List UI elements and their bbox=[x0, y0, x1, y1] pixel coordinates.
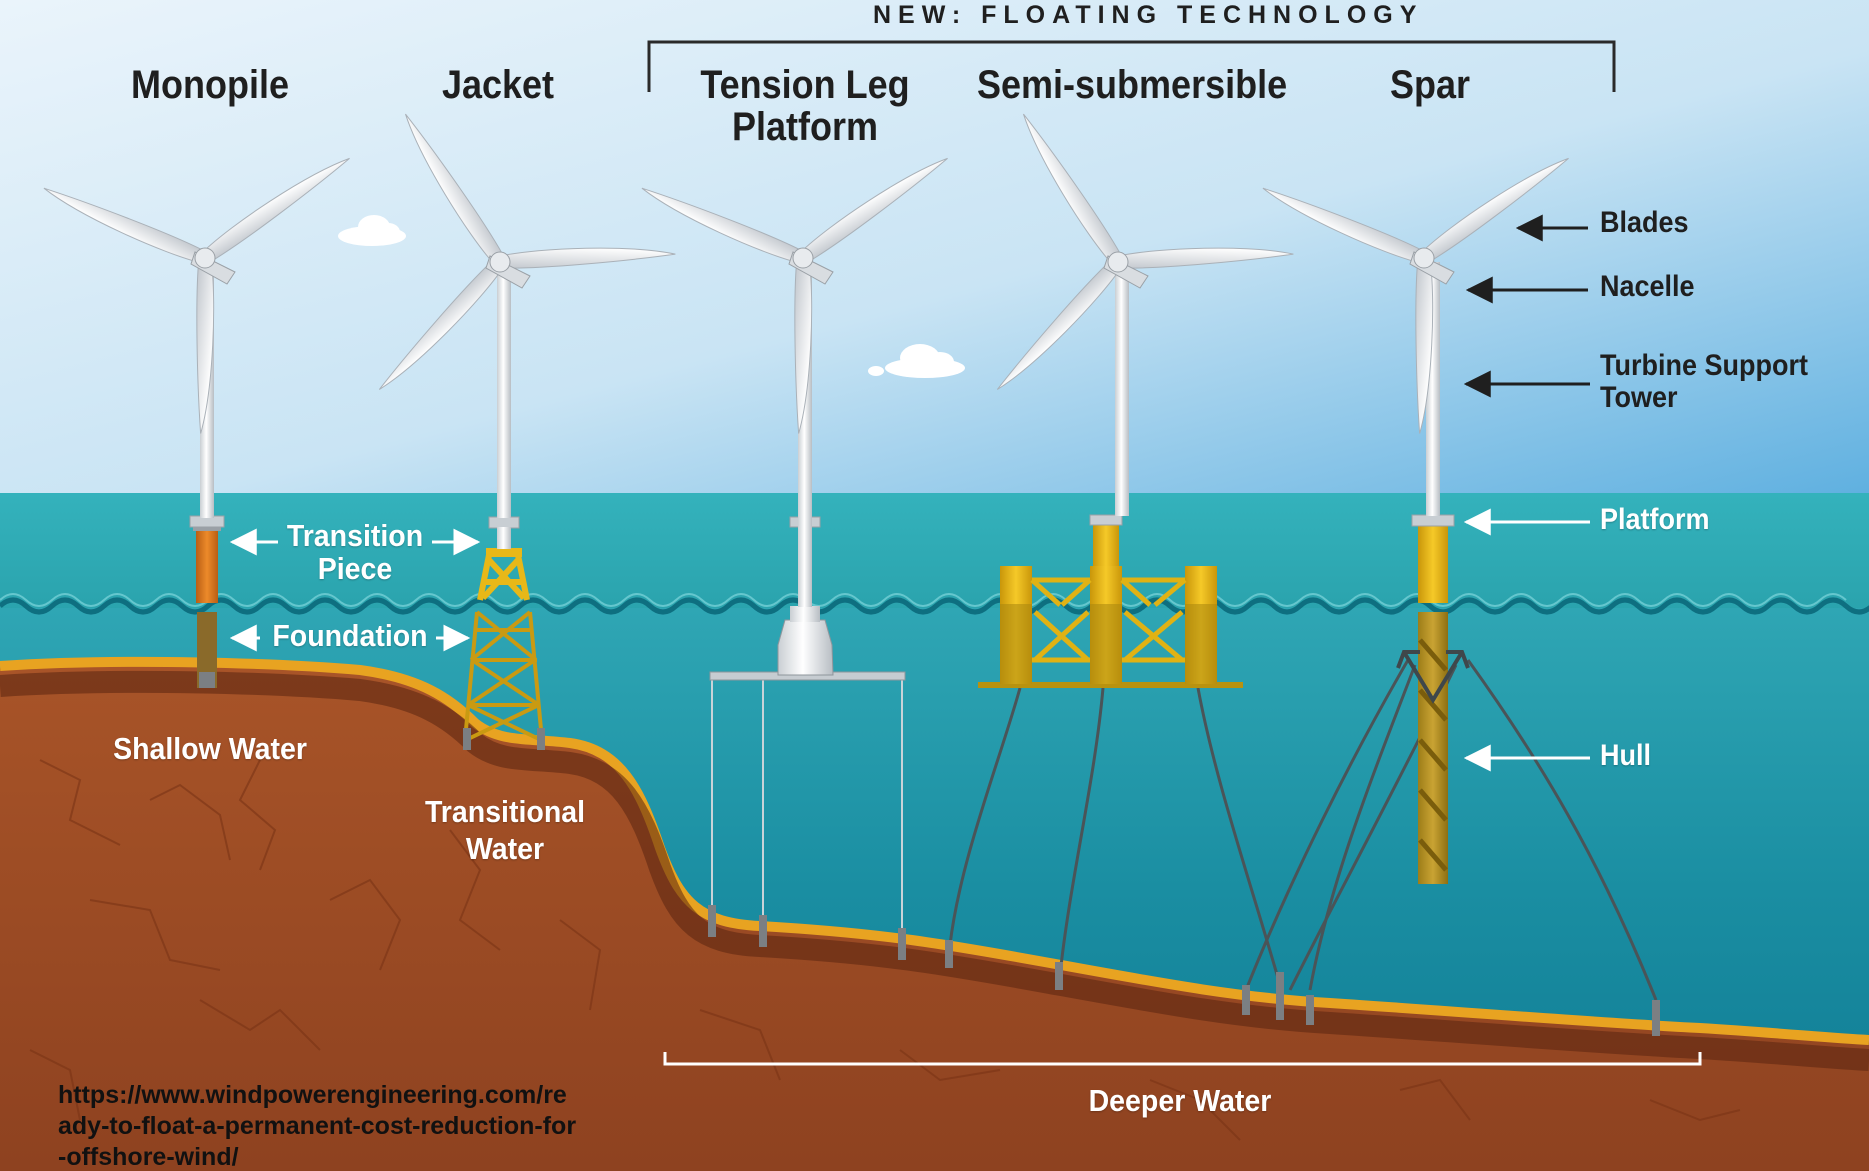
label-foundation: Foundation bbox=[272, 618, 428, 653]
jacket-foundation bbox=[463, 610, 544, 742]
label-transition-piece-line1: Transition bbox=[286, 518, 424, 553]
component-label-tower-line1: Turbine Support bbox=[1600, 349, 1808, 382]
source-url[interactable]: https://www.windpowerengineering.com/rea… bbox=[58, 1081, 577, 1171]
semi-mooring-lines bbox=[948, 687, 1282, 986]
semi-submersible-hull bbox=[1000, 566, 1217, 684]
type-label-semi-submersible: Semi-submersible bbox=[977, 63, 1288, 107]
semi-tower bbox=[1115, 260, 1129, 516]
wave-line bbox=[0, 597, 1869, 615]
cloud bbox=[338, 215, 406, 246]
sky bbox=[0, 0, 1869, 495]
spar-platform-column bbox=[1418, 525, 1448, 603]
tension-leg-platform bbox=[709, 671, 906, 681]
rotor-semi-submersible bbox=[983, 104, 1295, 393]
rotor-spar bbox=[1260, 154, 1580, 435]
component-label-platform: Platform bbox=[1600, 503, 1710, 536]
monopile-transition-piece bbox=[196, 527, 218, 603]
type-label-monopile: Monopile bbox=[131, 63, 289, 107]
spar-anchors bbox=[1242, 985, 1660, 1036]
monopile-foundation bbox=[197, 612, 217, 688]
rotor-tension-leg bbox=[639, 154, 959, 435]
type-label-tension-leg-line1: Tension Leg bbox=[700, 63, 910, 107]
label-shallow-water: Shallow Water bbox=[113, 731, 307, 766]
cloud bbox=[868, 344, 965, 378]
seabed bbox=[0, 663, 1869, 1171]
label-transitional-water-line2: Water bbox=[465, 831, 545, 867]
component-label-tower: Turbine Support Tower bbox=[1600, 350, 1808, 413]
type-label-spar: Spar bbox=[1389, 63, 1471, 107]
component-label-tower-line2: Tower bbox=[1600, 380, 1678, 414]
component-label-nacelle: Nacelle bbox=[1600, 270, 1695, 303]
floating-technology-banner: NEW: FLOATING TECHNOLOGY bbox=[873, 1, 1424, 29]
sea-surface bbox=[0, 493, 1869, 611]
tension-leg-anchors bbox=[708, 905, 906, 960]
label-transitional-water-line1: Transitional bbox=[424, 794, 586, 829]
type-label-jacket: Jacket bbox=[441, 63, 555, 107]
type-label-tension-leg-line2: Platform bbox=[731, 105, 879, 149]
rotor-monopile bbox=[41, 154, 361, 435]
white-arrows bbox=[229, 508, 1590, 772]
turbine-semi-submersible bbox=[945, 260, 1284, 1000]
floating-bracket bbox=[647, 40, 1616, 92]
jacket-tower bbox=[497, 260, 511, 518]
seabed-texture bbox=[29, 759, 1741, 1141]
deeper-water-bracket bbox=[663, 1052, 1702, 1066]
label-deeper-water: Deeper Water bbox=[1088, 1083, 1272, 1118]
label-transition-piece-line2: Piece bbox=[317, 550, 393, 586]
component-label-blades: Blades bbox=[1600, 206, 1689, 239]
semi-submersible-bracing bbox=[1030, 577, 1187, 663]
semi-anchors bbox=[945, 940, 1284, 1000]
turbine-spar bbox=[1242, 262, 1660, 1036]
component-label-hull: Hull bbox=[1600, 739, 1652, 772]
jacket-transition-piece bbox=[477, 554, 530, 601]
tension-leg-tendons bbox=[711, 680, 903, 935]
component-arrows bbox=[1463, 214, 1590, 398]
label-transition-piece: Transition Piece bbox=[286, 518, 424, 586]
rotor-jacket bbox=[365, 104, 677, 393]
wave-highlight bbox=[0, 593, 1847, 607]
turbine-jacket bbox=[463, 260, 545, 750]
label-transitional-water: Transitional Water bbox=[408, 793, 601, 867]
type-label-tension-leg: Tension Leg Platform bbox=[693, 64, 918, 148]
